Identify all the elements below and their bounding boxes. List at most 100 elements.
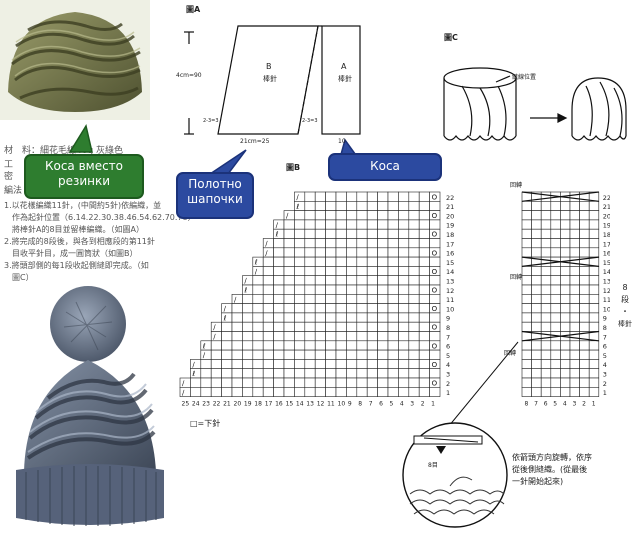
side-row-label-part: 段 — [621, 295, 629, 304]
side-cell — [579, 238, 590, 249]
side-cell — [560, 219, 571, 230]
side-cell — [579, 247, 590, 258]
inset-caption-line: 依箭頭方向旋轉，依序 — [512, 453, 592, 462]
chart-cell — [294, 266, 306, 277]
side-cell — [588, 284, 600, 295]
side-cell — [560, 349, 571, 360]
stitch-symbol: ∕ — [234, 296, 237, 304]
side-cell — [531, 219, 542, 230]
side-cell — [579, 294, 590, 304]
column-number: 14 — [296, 401, 304, 408]
stitch-symbol: ∕ — [255, 268, 258, 276]
chart-cell — [366, 331, 378, 342]
chart-cell — [356, 238, 368, 249]
chart-cell — [408, 266, 420, 277]
chart-cell — [314, 303, 326, 314]
chart-cell — [325, 331, 337, 342]
chart-cell — [242, 387, 254, 397]
chart-cell — [377, 266, 389, 277]
chart-cell — [283, 238, 295, 249]
step-1a: 1.以花樣編織11針，(中間約5針)依編織，並 — [4, 201, 162, 210]
side-cell — [521, 368, 532, 379]
chart-cell — [304, 275, 316, 286]
side-cell — [579, 321, 590, 332]
row-number: 17 — [446, 240, 454, 248]
chart-cell — [335, 321, 347, 332]
grey-hat-photo — [6, 282, 174, 532]
chart-cell — [366, 359, 378, 369]
side-cell — [540, 228, 552, 239]
side-cell — [540, 256, 552, 267]
chart-cell — [356, 247, 368, 258]
chart-cell — [304, 191, 316, 202]
chart-cell — [231, 312, 243, 323]
chart-cell — [262, 294, 274, 304]
side-row-label-part: ・ — [621, 307, 629, 316]
chart-cell — [356, 201, 368, 211]
side-cell — [588, 219, 600, 230]
side-cell — [540, 303, 552, 314]
chart-cell — [408, 201, 420, 211]
method-heading: 編法 — [4, 186, 23, 196]
side-cell — [579, 284, 590, 295]
stitch-symbol: ∕ — [296, 194, 299, 202]
yarn-over-symbol: O — [432, 249, 438, 257]
chart-cell — [294, 312, 306, 323]
chart-cell — [283, 321, 295, 332]
figure-a-panel-b-letter: B — [266, 62, 272, 71]
side-cell — [579, 368, 590, 379]
chart-cell — [221, 359, 233, 369]
chart-cell — [429, 387, 441, 397]
chart-cell — [356, 275, 368, 286]
chart-cell — [429, 256, 441, 267]
chart-cell — [356, 191, 368, 202]
chart-cell — [418, 266, 430, 277]
side-cell — [588, 247, 600, 258]
chart-cell — [418, 238, 430, 249]
side-cell — [560, 321, 571, 332]
callout-polotno-shapochki: Полотно шапочки — [176, 172, 254, 219]
row-number: 16 — [446, 250, 454, 258]
chart-cell — [200, 359, 212, 369]
side-row-number: 5 — [603, 352, 607, 360]
chart-cell — [346, 256, 358, 267]
chart-cell — [418, 247, 430, 258]
chart-cell — [387, 321, 399, 332]
chart-cell — [377, 387, 389, 397]
side-row-number: 16 — [603, 250, 610, 258]
chart-cell — [304, 340, 316, 351]
chart-cell — [294, 331, 306, 342]
side-row-number: 3 — [603, 371, 607, 379]
column-number: 25 — [182, 401, 190, 408]
side-cell — [540, 387, 552, 397]
step-1b: 作為起針位置（6.14.22.30.38.46.54.62.70.78） — [4, 213, 196, 222]
stitch-symbol: ∕ — [203, 352, 206, 360]
stitch-symbol: ℓ — [275, 231, 279, 239]
row-number: 3 — [446, 371, 450, 379]
chart-cell — [325, 247, 337, 258]
chart-cell — [398, 210, 410, 221]
chart-cell — [335, 359, 347, 369]
side-cell — [579, 359, 590, 369]
side-cell — [560, 303, 571, 314]
chart-cell — [356, 368, 368, 379]
chart-cell — [325, 284, 337, 295]
side-cell — [521, 238, 532, 249]
chart-cell — [314, 191, 326, 202]
side-row-number: 12 — [603, 287, 610, 295]
side-cell — [540, 284, 552, 295]
side-column-number: 3 — [573, 401, 577, 408]
chart-cell — [418, 228, 430, 239]
chart-cell — [273, 387, 285, 397]
chart-cell — [366, 321, 378, 332]
chart-cell — [252, 331, 264, 342]
side-cell — [521, 228, 532, 239]
side-cell — [569, 349, 580, 360]
chart-cell — [356, 284, 368, 295]
chart-cell — [210, 349, 222, 360]
chart-cell — [294, 294, 306, 304]
side-cell — [569, 210, 580, 221]
chart-cell — [304, 284, 316, 295]
chart-cell — [325, 321, 337, 332]
side-cell — [540, 312, 552, 323]
